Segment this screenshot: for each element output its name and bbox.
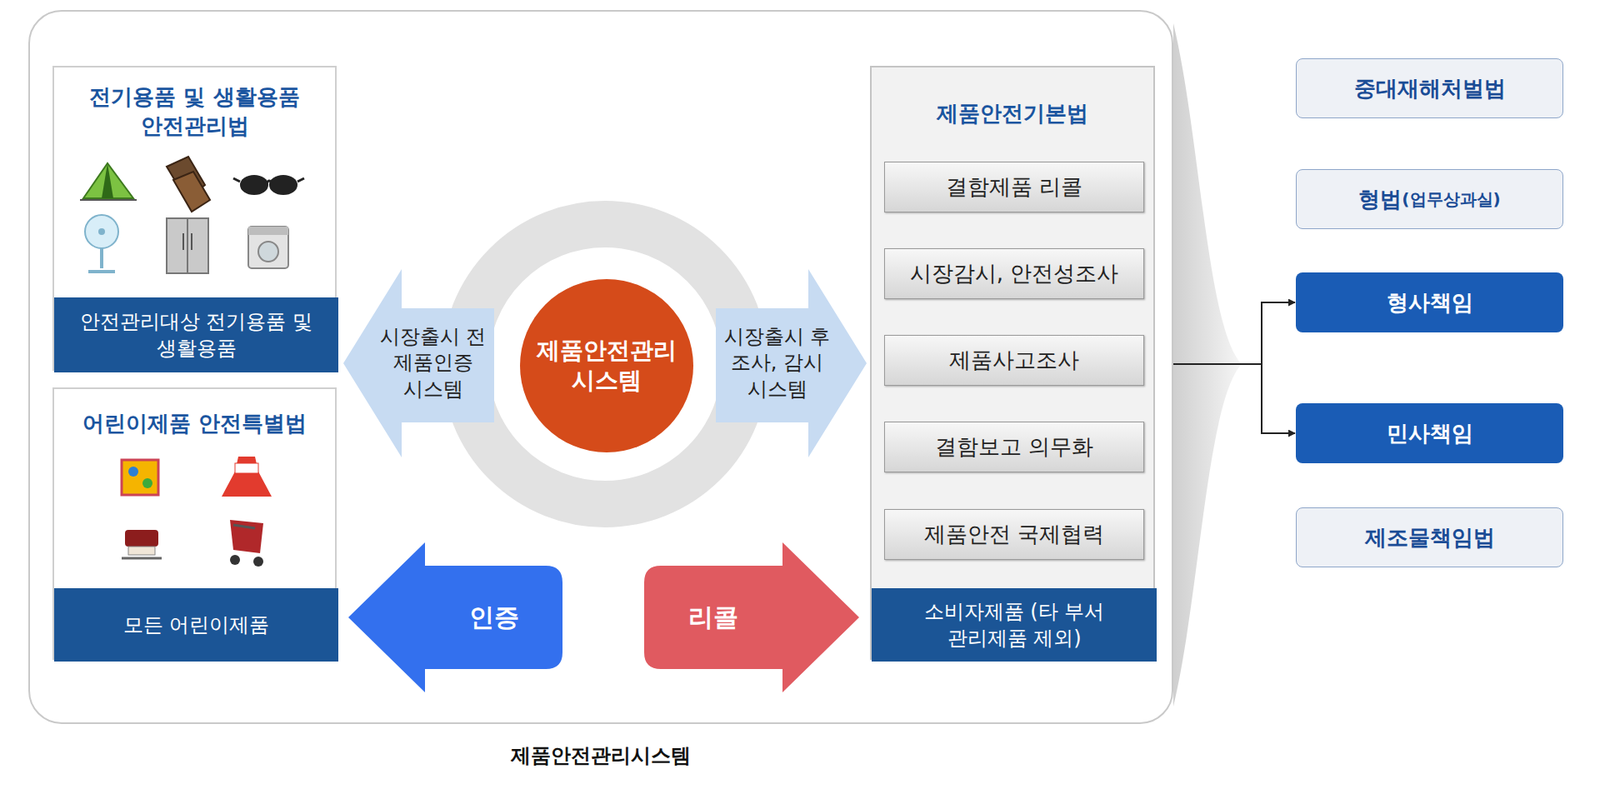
law-box: 형법(업무상과실) [1295, 169, 1564, 230]
item-button: 시장감시, 안전성조사 [884, 248, 1145, 300]
law-panel: 전기용품 및 생활용품 안전관리법안전관리대상 전기용품 및 생활용품 [52, 65, 337, 371]
bracket-connector [1173, 302, 1295, 365]
node-label: 시장감시, 안전성조사 [910, 260, 1120, 287]
node-label: 어린이제품 안전특별법 [82, 409, 307, 439]
stroller-icon [230, 520, 264, 567]
scope-band: 모든 어린이제품 [54, 588, 339, 662]
node-label: 제품안전기본법 [936, 99, 1089, 129]
stage-arrow: 시장출시 전 제품인증 시스템 [343, 269, 495, 458]
gloves-icon [166, 156, 210, 212]
arrow-shape [644, 542, 860, 693]
node-label: 시장출시 후 조사, 감시 시스템 [719, 324, 835, 403]
arrow-outline [644, 542, 860, 693]
law-box: 중대재해처벌법 [1295, 58, 1564, 119]
bracket-connector [1173, 364, 1295, 434]
node-label: 민사책임 [1386, 419, 1474, 449]
law-box: 제조물책임법 [1295, 507, 1564, 568]
washer-icon [248, 226, 289, 269]
arrow-shape [348, 542, 563, 693]
item-button: 결함제품 리콜 [884, 161, 1145, 213]
fan-icon [85, 215, 119, 272]
node-label: 제품사고조사 [949, 347, 1080, 374]
node-label: 중대재해처벌법 [1354, 74, 1506, 104]
node-label: 인증 [469, 600, 520, 635]
node-label: 제조물책임법 [1365, 523, 1495, 553]
flow-arrow: 인증 [348, 542, 563, 693]
law-panel: 어린이제품 안전특별법모든 어린이제품 [52, 387, 337, 660]
arrow-outline [348, 542, 563, 693]
item-button: 제품안전 국제협력 [884, 509, 1145, 560]
law-panel: 제품안전기본법결함제품 리콜시장감시, 안전성조사제품사고조사결함보고 의무화제… [870, 65, 1155, 660]
flow-arrow: 리콜 [644, 542, 860, 693]
core-circle: 제품안전관리 시스템 [520, 279, 694, 453]
node-label: 안전관리대상 전기용품 및 생활용품 [65, 308, 327, 363]
scope-band: 소비자제품 (타 부서 관리제품 제외) [871, 588, 1157, 662]
scope-band: 안전관리대상 전기용품 및 생활용품 [54, 297, 339, 373]
item-button: 제품사고조사 [884, 335, 1145, 386]
tent-icon [80, 163, 137, 200]
node-label: 제품안전관리시스템 [510, 743, 691, 769]
node-label: 모든 어린이제품 [123, 611, 270, 639]
node-label: 제품안전 국제협력 [924, 521, 1105, 548]
item-button: 결함보고 의무화 [884, 421, 1145, 473]
system-panel: 제품안전관리시스템전기용품 및 생활용품 안전관리법안전관리대상 전기용품 및 … [28, 10, 1174, 725]
fridge-icon [166, 218, 209, 274]
liability-box: 민사책임 [1295, 403, 1564, 464]
node-label: 소비자제품 (타 부서 관리제품 제외) [883, 598, 1145, 653]
arrow-outline [343, 269, 495, 458]
toy-cube-icon [121, 460, 159, 495]
node-label: 형법 [1358, 185, 1402, 215]
booster-seat-icon [121, 530, 162, 559]
node-label: 형사책임 [1386, 288, 1474, 318]
arrow-outline [715, 269, 867, 458]
dress-icon [221, 456, 272, 497]
node-label: 결함제품 리콜 [945, 174, 1083, 200]
node-label: 시장출시 전 제품인증 시스템 [375, 324, 491, 403]
node-label: 리콜 [688, 600, 739, 635]
stage-arrow: 시장출시 후 조사, 감시 시스템 [715, 269, 867, 458]
node-label: 제품안전관리 시스템 [527, 335, 686, 397]
node-sublabel: (업무상과실) [1401, 188, 1500, 211]
sunglasses-icon [233, 175, 305, 195]
grey-ring [465, 224, 745, 505]
node-label: 전기용품 및 생활용품 안전관리법 [82, 82, 308, 141]
liability-box: 형사책임 [1295, 272, 1564, 333]
node-label: 결함보고 의무화 [935, 434, 1094, 460]
